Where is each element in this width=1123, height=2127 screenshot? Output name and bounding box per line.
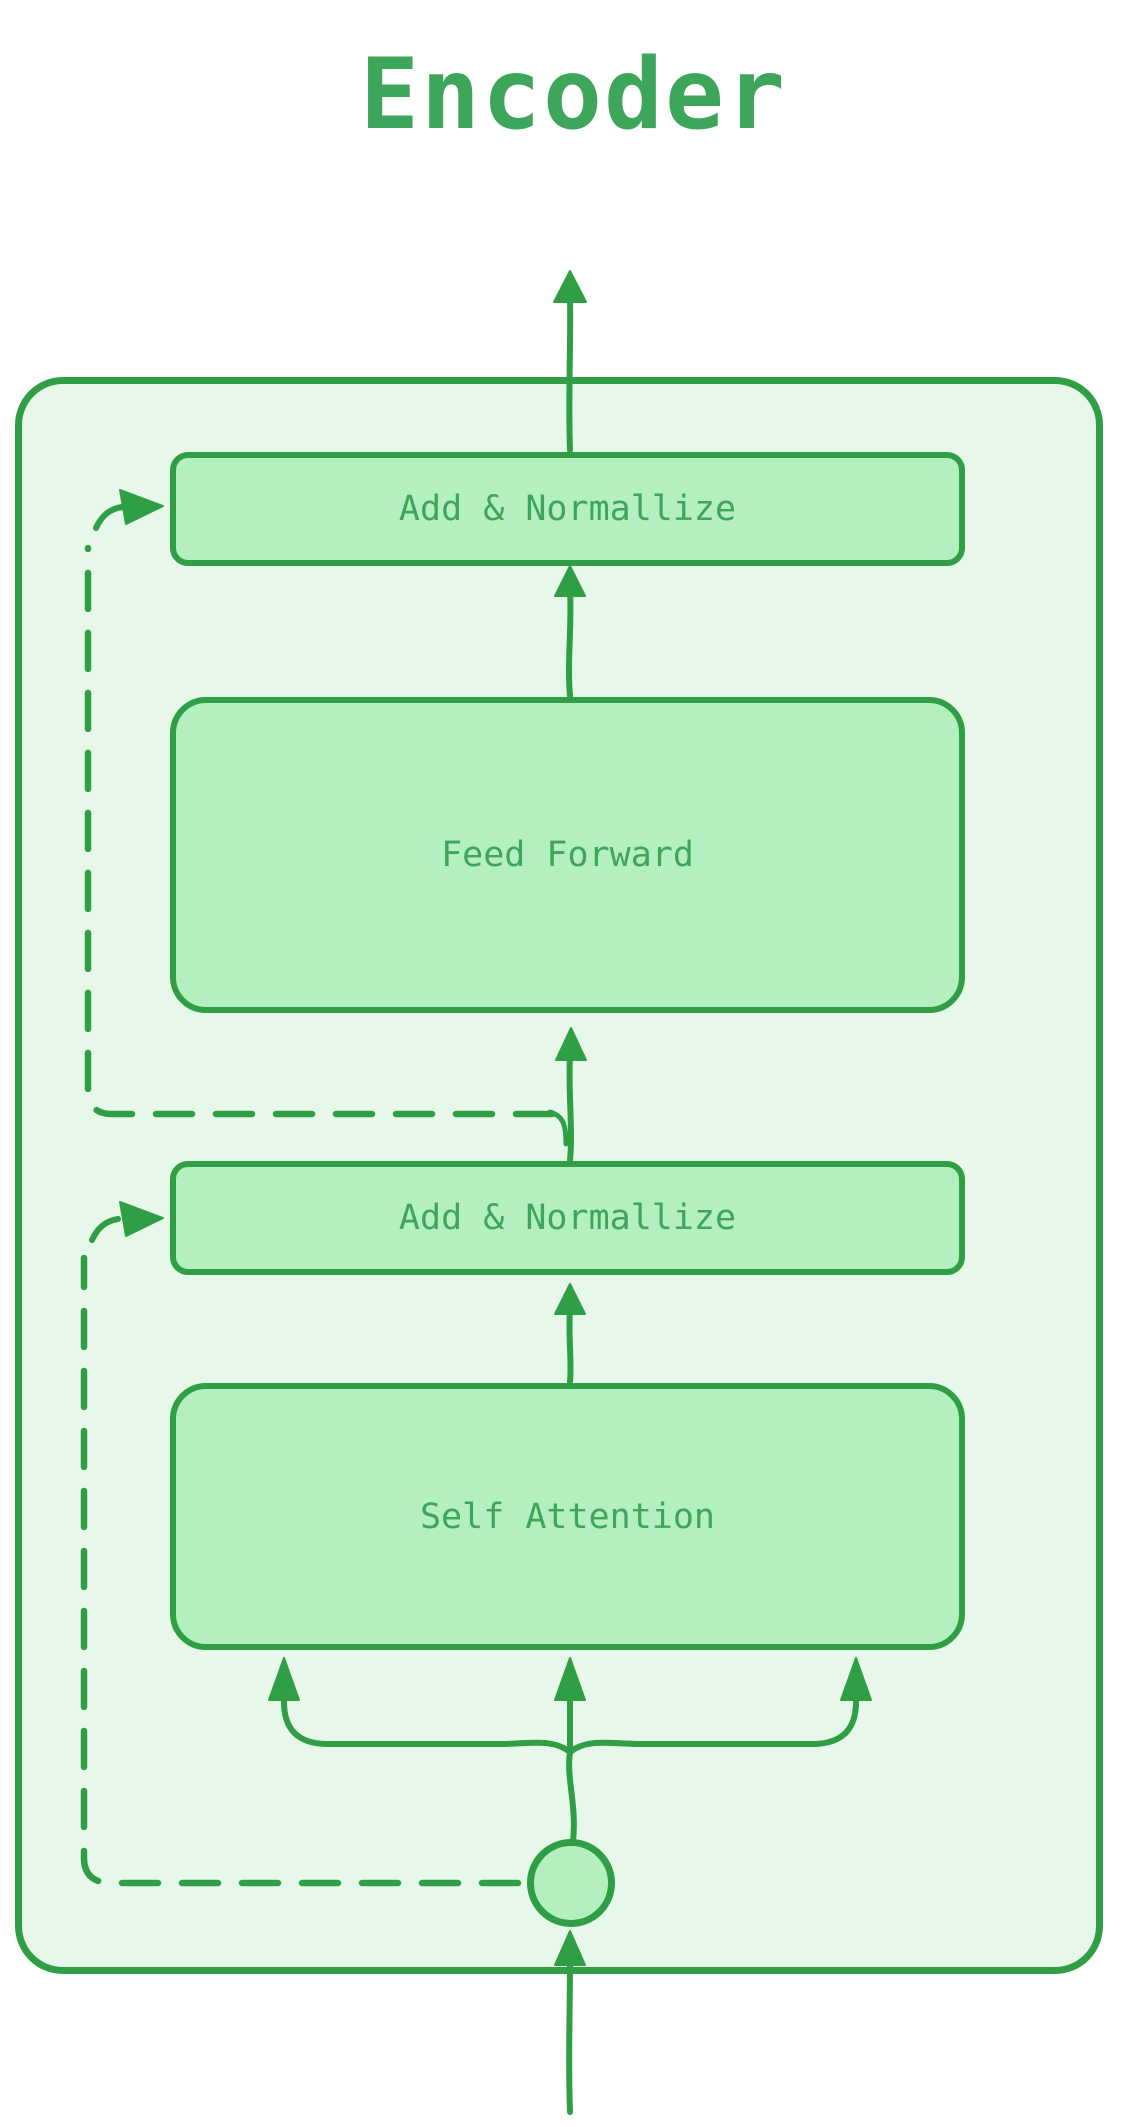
block-self-attention-label: Self Attention — [419, 1496, 715, 1537]
block-feed-forward-label: Feed Forward — [441, 835, 694, 875]
block-add-normalize-top-label: Add & Normallize — [398, 489, 737, 529]
block-add-normalize-bottom-label: Add & Normallize — [398, 1198, 737, 1238]
block-feed-forward: Feed Forward — [170, 697, 965, 1013]
block-self-attention: Self Attention — [170, 1383, 965, 1650]
block-add-normalize-top: Add & Normallize — [170, 452, 965, 566]
block-add-normalize-bottom: Add & Normallize — [170, 1161, 965, 1275]
input-junction-circle — [527, 1839, 615, 1927]
diagram-title: Encoder — [359, 38, 787, 152]
